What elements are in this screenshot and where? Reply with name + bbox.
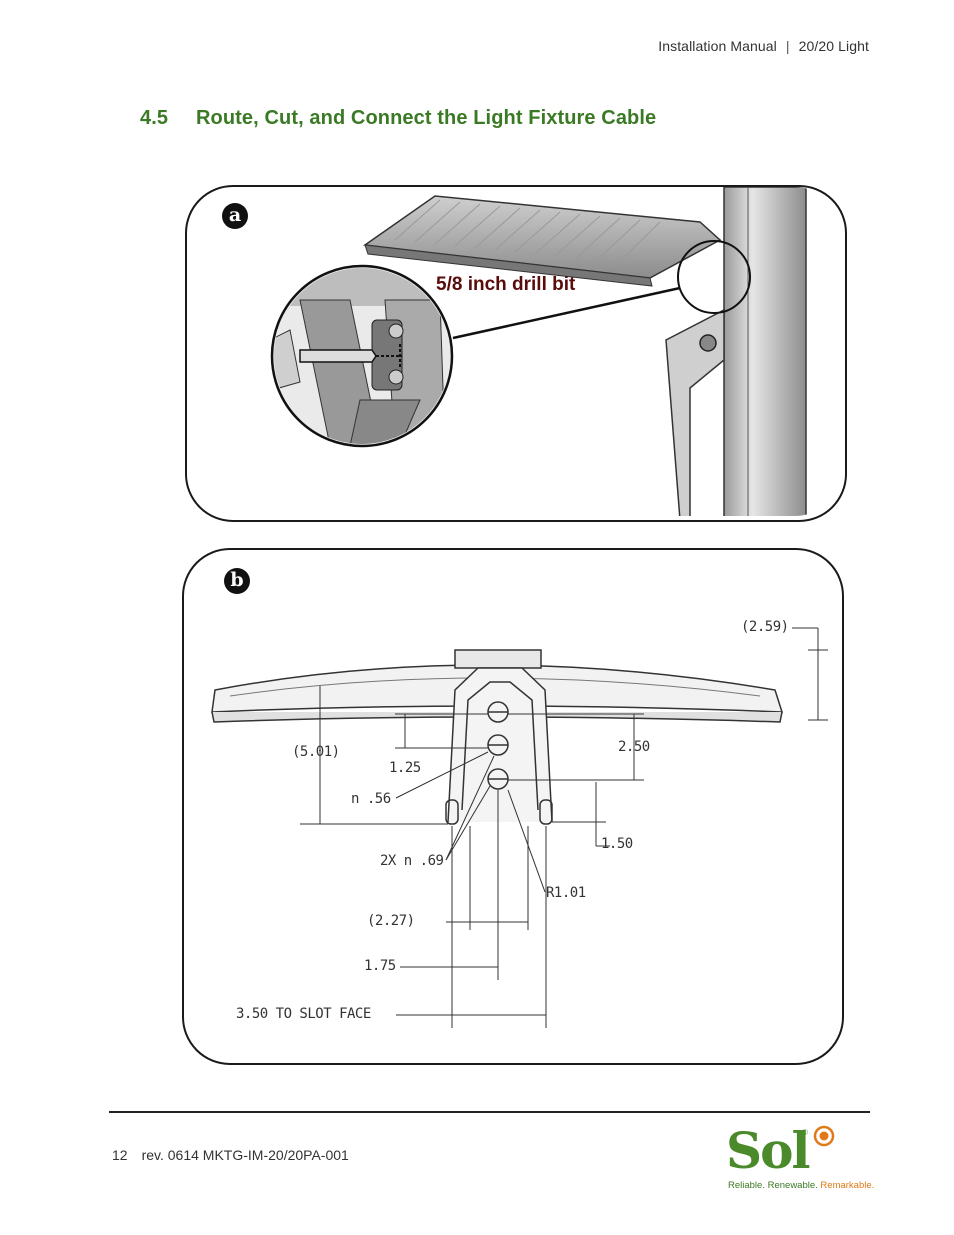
header-separator: | — [785, 38, 790, 54]
figure-a-badge: a — [222, 203, 248, 229]
dim-2-59: (2.59) — [741, 619, 789, 635]
figure-b-badge: b — [224, 568, 250, 594]
running-header: Installation Manual | 20/20 Light — [658, 38, 869, 54]
footer-rule — [109, 1111, 870, 1113]
dim-3-50-slot-face: 3.50 TO SLOT FACE — [236, 1006, 371, 1022]
drill-bit-shape — [299, 349, 377, 363]
section-title-text: Route, Cut, and Connect the Light Fixtur… — [196, 107, 657, 129]
registered-mark: ® — [802, 1128, 808, 1137]
logo-tagline: Reliable. Renewable. Remarkable. — [728, 1180, 874, 1191]
sun-icon — [813, 1125, 835, 1147]
mounting-bracket-shape — [665, 308, 725, 516]
sol-logo: Sol ® Reliable. Renewable. Remarkable. — [726, 1121, 874, 1194]
dim-2-50: 2.50 — [618, 739, 650, 755]
page-number: 12 — [112, 1147, 128, 1163]
doc-title: Installation Manual — [658, 38, 777, 54]
pole-shape — [723, 187, 807, 516]
dim-1-75: 1.75 — [364, 958, 396, 974]
dim-1-50: 1.50 — [601, 836, 633, 852]
dim-r1-01: R1.01 — [546, 885, 586, 901]
revision-code: rev. 0614 MKTG-IM-20/20PA-001 — [141, 1147, 349, 1163]
tagline-green: Reliable. Renewable. — [728, 1180, 818, 1191]
dim-5-01: (5.01) — [292, 744, 340, 760]
dim-2-27: (2.27) — [367, 913, 415, 929]
dim-n-56: n .56 — [351, 791, 391, 807]
drill-bit-callout: 5/8 inch drill bit — [436, 274, 576, 295]
dim-1-25: 1.25 — [389, 760, 421, 776]
section-number: 4.5 — [140, 107, 169, 129]
footer-info: 12 rev. 0614 MKTG-IM-20/20PA-001 — [112, 1147, 349, 1163]
detail-marker-circle — [677, 240, 751, 314]
section-heading: 4.5 Route, Cut, and Connect the Light Fix… — [140, 107, 656, 130]
logo-wordmark: Sol — [726, 1121, 810, 1180]
product-name: 20/20 Light — [798, 38, 869, 54]
tagline-orange: Remarkable. — [820, 1180, 875, 1191]
dim-2x-n-69: 2X n .69 — [380, 853, 444, 869]
